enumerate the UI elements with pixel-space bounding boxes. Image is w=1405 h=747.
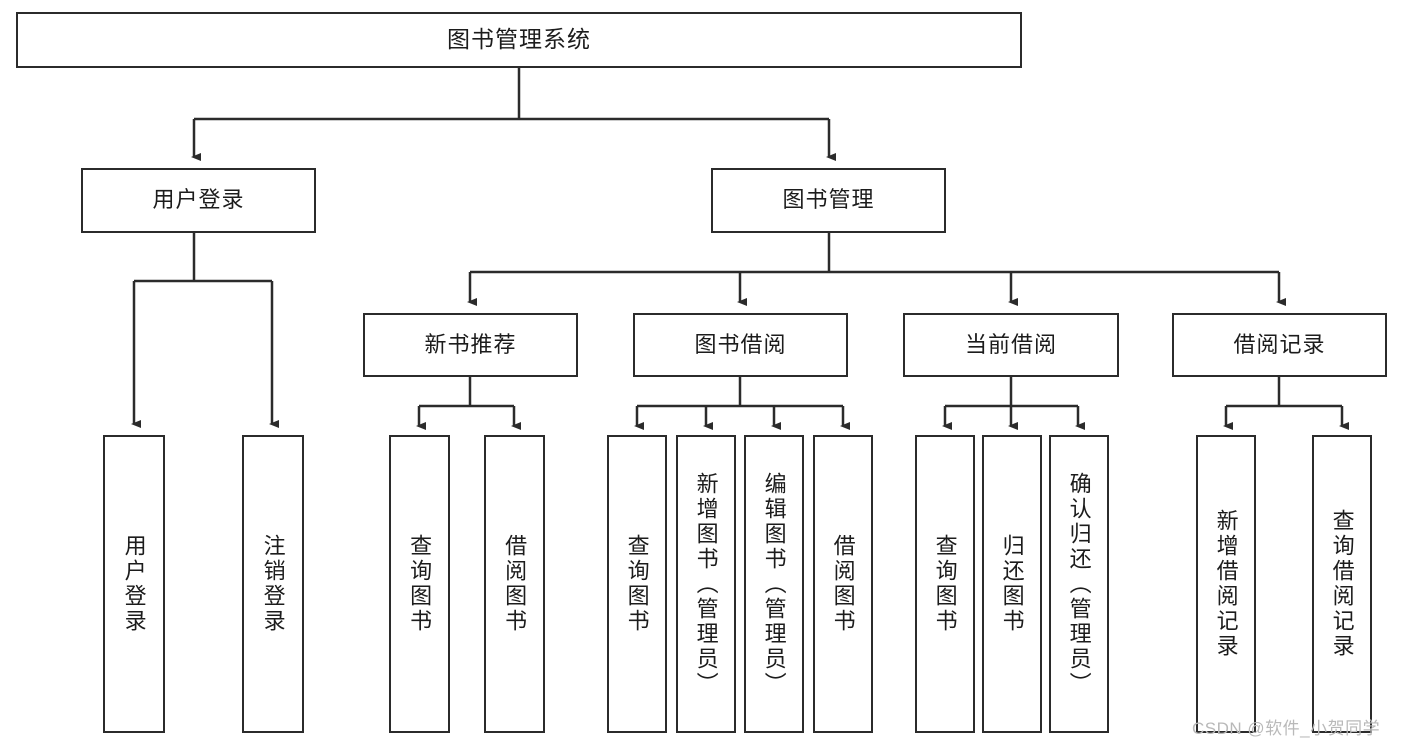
- leaf-label: 新增图书（管理员）: [693, 471, 719, 697]
- leaf-current-return-book[interactable]: 归还图书: [982, 435, 1042, 733]
- node-new-book-recommend[interactable]: 新书推荐: [363, 313, 578, 377]
- leaf-label: 查询图书: [407, 534, 433, 634]
- leaf-label: 注销登录: [260, 534, 286, 634]
- leaf-borrow-borrow-book[interactable]: 借阅图书: [813, 435, 873, 733]
- node-book-borrow[interactable]: 图书借阅: [633, 313, 848, 377]
- leaf-user-login[interactable]: 用户登录: [103, 435, 165, 733]
- leaf-record-add[interactable]: 新增借阅记录: [1196, 435, 1256, 733]
- leaf-label: 确认归还（管理员）: [1066, 471, 1092, 697]
- node-borrow-record[interactable]: 借阅记录: [1172, 313, 1387, 377]
- leaf-record-query[interactable]: 查询借阅记录: [1312, 435, 1372, 733]
- leaf-borrow-query-book[interactable]: 查询图书: [607, 435, 667, 733]
- leaf-user-logout[interactable]: 注销登录: [242, 435, 304, 733]
- leaf-new-book-borrow[interactable]: 借阅图书: [484, 435, 545, 733]
- leaf-label: 新增借阅记录: [1213, 509, 1239, 659]
- leaf-label: 借阅图书: [830, 534, 856, 634]
- node-root-system[interactable]: 图书管理系统: [16, 12, 1022, 68]
- leaf-label: 查询借阅记录: [1329, 509, 1355, 659]
- leaf-current-query-book[interactable]: 查询图书: [915, 435, 975, 733]
- leaf-label: 查询图书: [624, 534, 650, 634]
- leaf-borrow-edit-book-admin[interactable]: 编辑图书（管理员）: [744, 435, 804, 733]
- leaf-current-confirm-return-admin[interactable]: 确认归还（管理员）: [1049, 435, 1109, 733]
- leaf-label: 用户登录: [121, 534, 147, 634]
- watermark-label: CSDN @软件_小贺同学: [1192, 719, 1381, 738]
- node-current-borrow[interactable]: 当前借阅: [903, 313, 1119, 377]
- leaf-label: 编辑图书（管理员）: [761, 471, 787, 697]
- leaf-label: 借阅图书: [502, 534, 528, 634]
- node-user-login[interactable]: 用户登录: [81, 168, 316, 233]
- node-book-management[interactable]: 图书管理: [711, 168, 946, 233]
- leaf-label: 归还图书: [999, 534, 1025, 634]
- leaf-label: 查询图书: [932, 534, 958, 634]
- leaf-new-book-query[interactable]: 查询图书: [389, 435, 450, 733]
- leaf-borrow-add-book-admin[interactable]: 新增图书（管理员）: [676, 435, 736, 733]
